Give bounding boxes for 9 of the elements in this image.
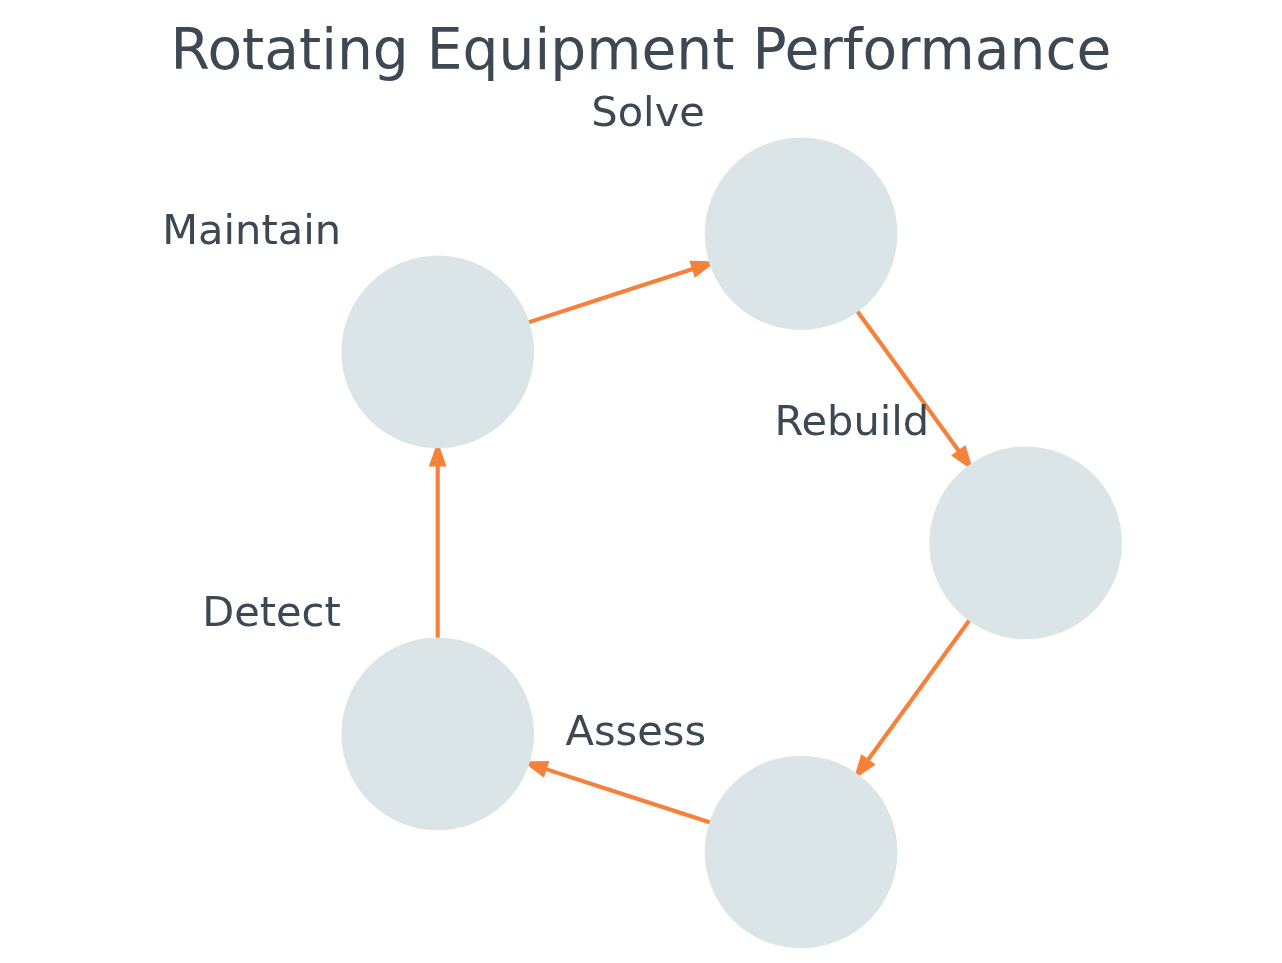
- node-circle: [704, 137, 898, 331]
- node-label: Maintain: [162, 205, 342, 255]
- node-label: Detect: [202, 587, 341, 637]
- node-circle: [341, 255, 535, 449]
- diagram-title: Rotating Equipment Performance: [170, 15, 1112, 82]
- node-label: Rebuild: [774, 396, 930, 446]
- node-label: Assess: [565, 705, 707, 755]
- node-label: Solve: [591, 87, 705, 137]
- node-circle: [341, 637, 535, 831]
